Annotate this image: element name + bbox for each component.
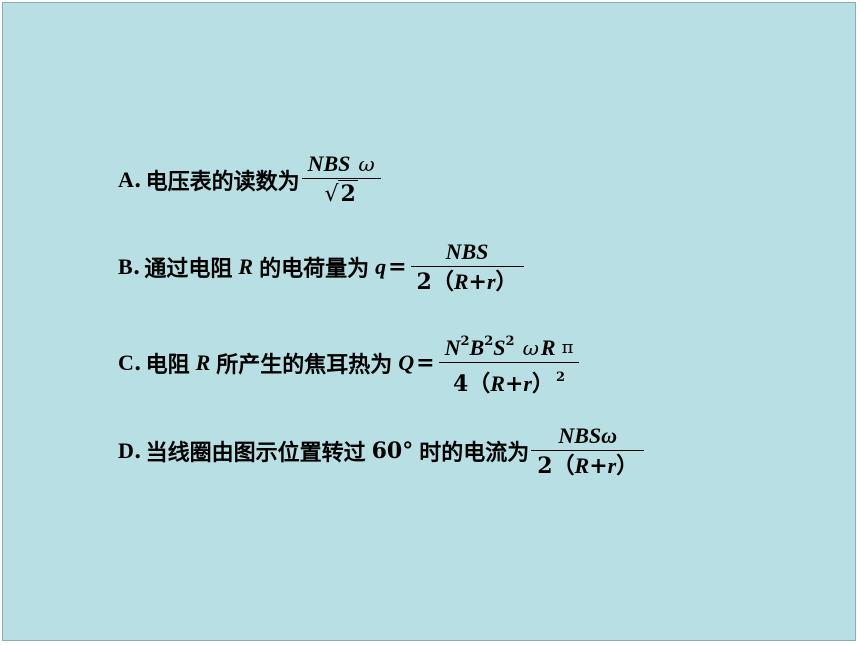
- option-separator: .: [133, 438, 142, 464]
- angle-value: 60°: [371, 438, 414, 464]
- fraction-bar: [410, 266, 524, 267]
- lhs-variable: Q: [398, 350, 415, 375]
- fraction-bar: [438, 362, 580, 363]
- fraction-denominator: 4（R+r）2: [452, 370, 566, 397]
- option-separator: .: [133, 166, 142, 193]
- option-text: 当线圈由图示位置转过: [145, 440, 366, 466]
- option-text-2: 时的电流为: [419, 440, 530, 466]
- option-d: D. 当线圈由图示位置转过 60° 时的电流为 NBSω 2（R+r）: [118, 423, 645, 479]
- fraction-bar: [301, 178, 381, 179]
- fraction-bar: [531, 450, 645, 451]
- option-b: B. 通过电阻 R 的电荷量为 q = NBS 2（R+r）: [118, 239, 524, 295]
- fraction-denominator: 2（R+r）: [416, 269, 518, 295]
- option-letter: C: [118, 350, 134, 375]
- sqrt-icon: √: [324, 182, 339, 207]
- fraction-denominator: √2: [324, 180, 358, 207]
- option-letter: A: [118, 166, 134, 192]
- fraction-numerator: NBS: [445, 239, 489, 264]
- option-letter: D: [118, 438, 134, 463]
- equals-sign: =: [416, 350, 435, 376]
- fraction-denominator: 2（R+r）: [537, 453, 639, 479]
- variable: R: [195, 350, 211, 375]
- option-separator: .: [133, 350, 142, 376]
- fraction-numerator: NBSω: [558, 423, 618, 448]
- option-text-2: 的电荷量为: [259, 256, 370, 282]
- fraction: NBSω 2（R+r）: [531, 423, 645, 479]
- option-text: 电压表的读数为: [145, 168, 300, 195]
- variable: R: [238, 254, 254, 279]
- option-letter: B: [118, 254, 133, 279]
- fraction: NBS 2（R+r）: [410, 239, 524, 295]
- option-text: 通过电阻: [144, 256, 233, 282]
- lhs-variable: q: [375, 254, 387, 279]
- equals-sign: =: [388, 254, 407, 280]
- option-text: 电阻: [145, 352, 190, 378]
- option-text-2: 所产生的焦耳热为: [216, 352, 393, 378]
- option-separator: .: [132, 254, 141, 280]
